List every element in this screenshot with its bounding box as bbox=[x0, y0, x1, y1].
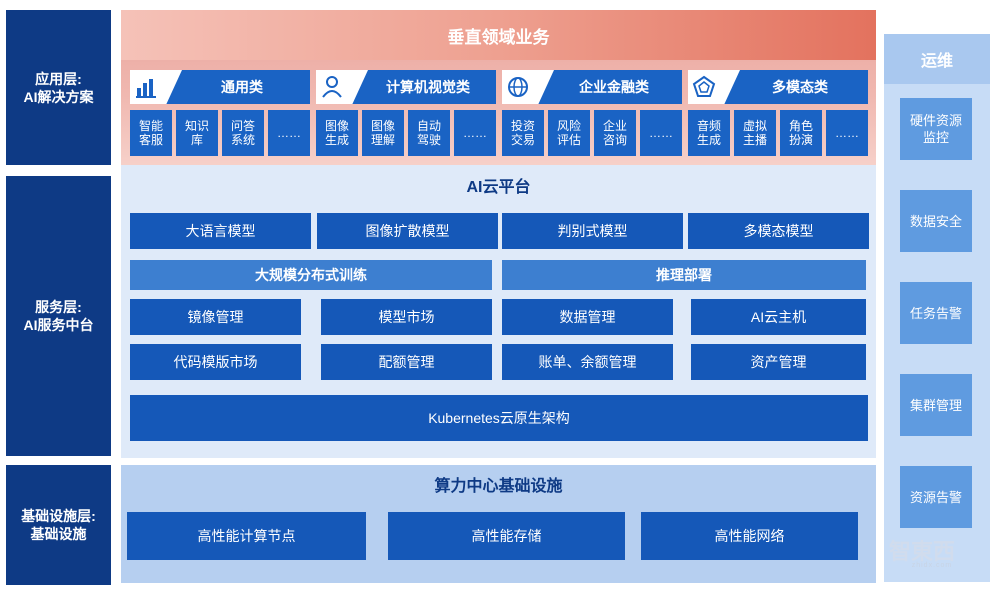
app-item: 音频 生成 bbox=[688, 110, 730, 156]
model-box: 多模态模型 bbox=[688, 213, 869, 249]
infra-title: 算力中心基础设施 bbox=[434, 478, 563, 495]
service-box: 资产管理 bbox=[691, 344, 866, 380]
service-box: 镜像管理 bbox=[130, 299, 301, 335]
category-multimodal: 多模态类 bbox=[688, 70, 868, 104]
service-box: 账单、余额管理 bbox=[502, 344, 673, 380]
app-item: 图像 生成 bbox=[316, 110, 358, 156]
app-item: …… bbox=[268, 110, 310, 156]
app-item: …… bbox=[826, 110, 868, 156]
app-item: 企业 咨询 bbox=[594, 110, 636, 156]
app-layer-label: 应用层: AI解决方案 bbox=[6, 10, 111, 165]
category-multimodal-label: 多模态类 bbox=[772, 79, 828, 95]
service-layer-label: 服务层: AI服务中台 bbox=[6, 176, 111, 456]
ops-item: 集群管理 bbox=[900, 374, 972, 436]
service-box: 配额管理 bbox=[321, 344, 492, 380]
app-item: …… bbox=[640, 110, 682, 156]
app-item: 图像 理解 bbox=[362, 110, 404, 156]
ai-platform-title: AI云平台 bbox=[466, 179, 531, 196]
distributed-training-bar: 大规模分布式训练 bbox=[130, 260, 492, 290]
watermark-url: zhidx.com bbox=[911, 562, 953, 569]
model-box: 判别式模型 bbox=[502, 213, 683, 249]
app-item: 风险 评估 bbox=[548, 110, 590, 156]
app-item: 问答 系统 bbox=[222, 110, 264, 156]
infra-box: 高性能存储 bbox=[388, 512, 625, 560]
kubernetes-bar: Kubernetes云原生架构 bbox=[130, 395, 868, 441]
category-general: 通用类 bbox=[130, 70, 310, 104]
category-finance-label: 企业金融类 bbox=[579, 79, 649, 95]
app-item: 投资 交易 bbox=[502, 110, 544, 156]
vertical-business-title: 垂直领域业务 bbox=[121, 10, 876, 60]
category-cv-label: 计算机视觉类 bbox=[386, 79, 470, 95]
service-box: 数据管理 bbox=[502, 299, 673, 335]
app-item: 角色 扮演 bbox=[780, 110, 822, 156]
app-item: 虚拟 主播 bbox=[734, 110, 776, 156]
category-general-label: 通用类 bbox=[221, 79, 263, 95]
ops-item: 数据安全 bbox=[900, 190, 972, 252]
app-item: …… bbox=[454, 110, 496, 156]
model-box: 图像扩散模型 bbox=[317, 213, 498, 249]
category-finance: 企业金融类 bbox=[502, 70, 682, 104]
service-box: 模型市场 bbox=[321, 299, 492, 335]
app-item: 智能 客服 bbox=[130, 110, 172, 156]
infra-box: 高性能计算节点 bbox=[127, 512, 366, 560]
app-item: 自动 驾驶 bbox=[408, 110, 450, 156]
inference-deploy-bar: 推理部署 bbox=[502, 260, 866, 290]
watermark-logo: 智東西 bbox=[888, 540, 955, 565]
service-box: 代码模版市场 bbox=[130, 344, 301, 380]
app-item: 知识 库 bbox=[176, 110, 218, 156]
ops-title: 运维 bbox=[884, 34, 990, 84]
model-box: 大语言模型 bbox=[130, 213, 311, 249]
ops-item: 硬件资源 监控 bbox=[900, 98, 972, 160]
infra-layer-label: 基础设施层: 基础设施 bbox=[6, 465, 111, 585]
category-cv: 计算机视觉类 bbox=[316, 70, 496, 104]
infra-box: 高性能网络 bbox=[641, 512, 858, 560]
ops-item: 资源告警 bbox=[900, 466, 972, 528]
service-box: AI云主机 bbox=[691, 299, 866, 335]
ops-item: 任务告警 bbox=[900, 282, 972, 344]
